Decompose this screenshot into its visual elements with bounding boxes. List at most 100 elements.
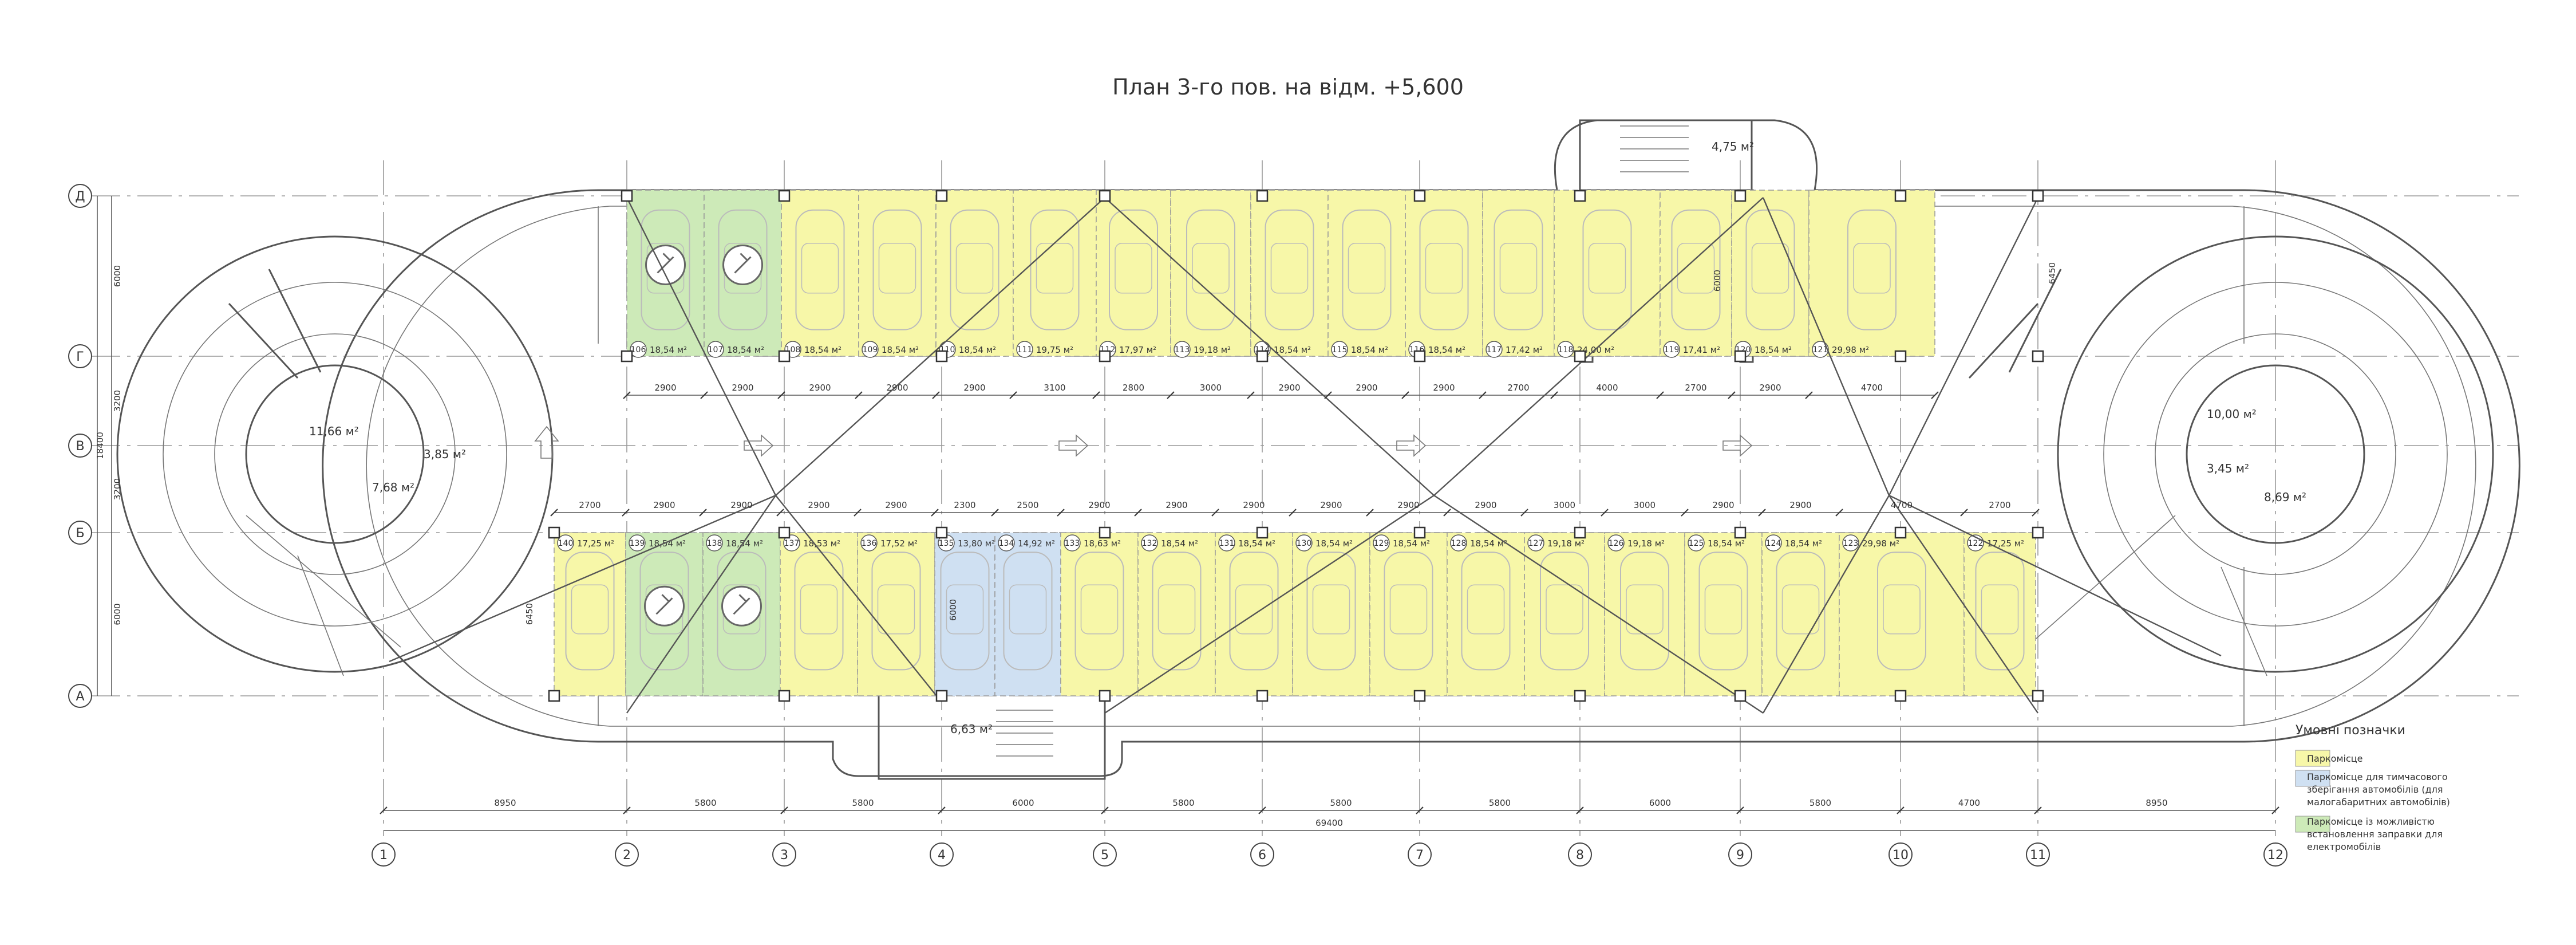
space-number: 106: [631, 345, 646, 355]
column: [2032, 526, 2044, 539]
space-area: 18,53 м²: [803, 538, 840, 549]
space-number: 129: [1374, 539, 1389, 548]
dimension-value: 6000: [1712, 270, 1722, 292]
column: [1734, 690, 1747, 702]
space-number: 119: [1664, 345, 1680, 355]
axis-label: 2: [623, 848, 631, 863]
space-number: 109: [863, 345, 878, 355]
column: [778, 350, 791, 363]
space-number: 140: [558, 539, 574, 548]
space-number-badge: [1064, 534, 1081, 552]
dimension-value: 3000: [1634, 500, 1656, 510]
dimension-value: 2500: [1017, 500, 1038, 510]
dimension-value: 2700: [1685, 383, 1706, 393]
axis-label: Г: [76, 350, 84, 364]
dimension-value: 4700: [1861, 383, 1883, 393]
axis-label: 10: [1893, 848, 1909, 863]
dimension-value: 2900: [730, 500, 752, 510]
axis-label: Б: [76, 526, 84, 541]
space-area: 18,54 м²: [804, 345, 841, 355]
axis-label: 9: [1736, 848, 1744, 863]
column: [1894, 190, 1907, 202]
space-number-badge: [1812, 341, 1829, 358]
room-area: 7,68 м²: [372, 481, 414, 494]
room-area: 3,45 м²: [2207, 462, 2249, 475]
axis-label: В: [76, 439, 84, 454]
dimension-value: 2800: [1123, 383, 1144, 393]
dimension-value: 6000: [1649, 798, 1671, 808]
space-area: 17,52 м²: [880, 538, 918, 549]
dimension-value: 2900: [963, 383, 985, 393]
column: [1413, 350, 1426, 363]
legend-label-regular: Паркомісце: [2307, 753, 2363, 764]
dimension-total: 69400: [1315, 818, 1343, 828]
axis-bubble: [2026, 842, 2050, 867]
space-number-badge: [1607, 534, 1625, 552]
dimension-value: 2900: [1278, 383, 1300, 393]
axis-bubble: [68, 684, 92, 708]
space-number-badge: [1218, 534, 1235, 552]
space-number: 123: [1843, 539, 1859, 548]
column: [1099, 690, 1111, 702]
room-area: 3,85 м²: [424, 447, 466, 461]
axis-bubble: [1568, 842, 1592, 867]
dimension-value: 2300: [954, 500, 975, 510]
axis-label: 8: [1576, 848, 1584, 863]
space-area: 18,54 м²: [1274, 345, 1311, 355]
dimension-value: 8950: [494, 798, 516, 808]
column: [778, 526, 791, 539]
dimension-value: 6000: [948, 599, 958, 621]
arrow-icon: [534, 426, 559, 459]
column: [621, 350, 633, 363]
space-number-badge: [1485, 341, 1503, 358]
dimension-value: 2900: [1320, 500, 1342, 510]
space-area: 18,54 м²: [1351, 345, 1388, 355]
room-area: 6,63 м²: [950, 722, 993, 736]
axis-label: 1: [380, 848, 388, 863]
axis-bubble: [1888, 842, 1913, 867]
space-number-badge: [707, 341, 724, 358]
space-number: 115: [1332, 345, 1348, 355]
room-area: 10,00 м²: [2207, 407, 2257, 421]
space-number: 134: [999, 539, 1014, 548]
space-area: 17,25 м²: [1987, 538, 2024, 549]
axis-bubble: [68, 184, 92, 208]
space-number-badge: [1663, 341, 1680, 358]
space-number: 113: [1175, 345, 1190, 355]
dimension-value: 2900: [1088, 500, 1110, 510]
space-number: 121: [1813, 345, 1828, 355]
axis-label: 12: [2267, 848, 2283, 863]
column: [621, 190, 633, 202]
space-area: 14,92 м²: [1018, 538, 1055, 549]
dimension-value: 2900: [808, 500, 829, 510]
space-number: 132: [1142, 539, 1157, 548]
axis-label: 5: [1101, 848, 1109, 863]
legend-swatch-regular: [2295, 750, 2330, 767]
space-number-badge: [1527, 534, 1544, 552]
column: [1574, 526, 1586, 539]
axis-bubble: [615, 842, 639, 867]
column: [2032, 690, 2044, 702]
column: [935, 526, 948, 539]
space-area: 19,18 м²: [1627, 538, 1665, 549]
column: [1099, 190, 1111, 202]
space-number: 118: [1558, 345, 1574, 355]
space-number-badge: [1557, 341, 1574, 358]
axis-bubble: [772, 842, 796, 867]
